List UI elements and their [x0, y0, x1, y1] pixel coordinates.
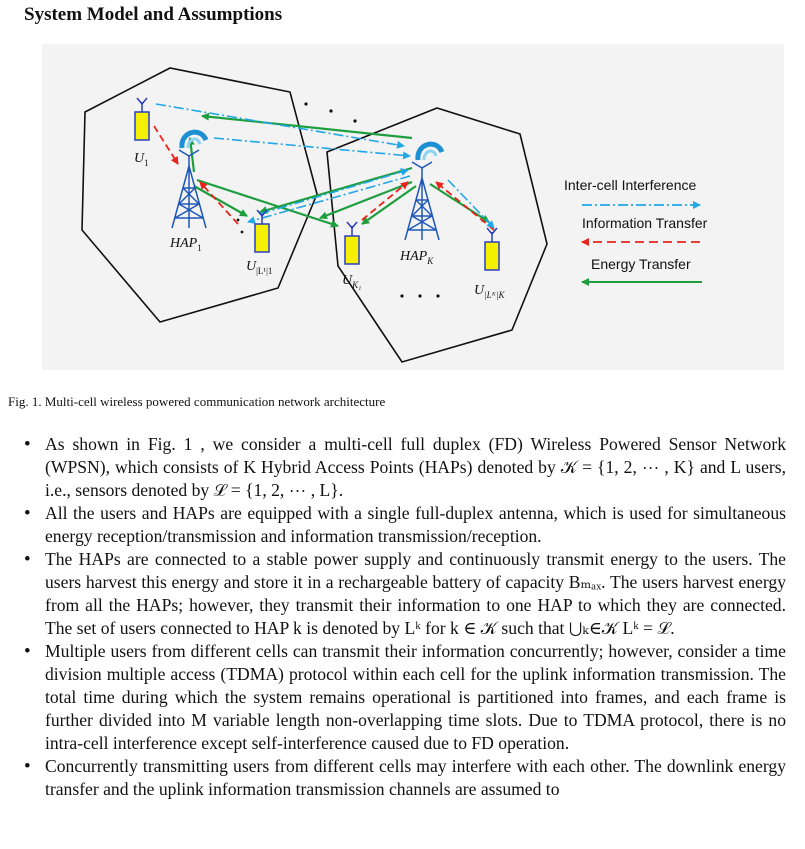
label-uk1: UK₁: [342, 273, 361, 290]
assumption-list: As shown in Fig. 1 , we consider a multi…: [24, 433, 786, 801]
assumption-item: The HAPs are connected to a stable power…: [24, 548, 786, 640]
label-ulk: U|Lᴷ|K: [474, 283, 506, 300]
label-hapk: HAPK: [399, 249, 434, 266]
user-uk1-device: [345, 222, 359, 264]
label-u1: U1: [134, 151, 149, 168]
label-ul1: U|L¹|1: [246, 259, 272, 276]
legend-interference-label: Inter-cell Interference: [564, 177, 696, 193]
user-u1-device: [135, 98, 149, 140]
interference-arrows: [156, 104, 494, 228]
assumption-item: All the users and HAPs are equipped with…: [24, 502, 786, 548]
legend: Inter-cell Interference Information Tran…: [564, 177, 708, 282]
figure-caption: Fig. 1. Multi-cell wireless powered comm…: [8, 394, 385, 410]
signal-emitter-hap1: [182, 132, 206, 148]
user-ulk-device: [485, 228, 499, 270]
label-hap1: HAP1: [169, 236, 202, 253]
energy-transfer-arrows: [190, 116, 489, 226]
ellipsis-dots-cell1: [237, 219, 244, 234]
ellipsis-dots-top: [304, 102, 356, 122]
assumption-item: Multiple users from different cells can …: [24, 640, 786, 755]
figure-network-architecture: U1 HAP1 U|L¹|1 UK₁ HAPK U|Lᴷ|K Inter-cel…: [42, 44, 784, 370]
legend-information-label: Information Transfer: [582, 215, 708, 231]
signal-emitter-hapk: [418, 144, 442, 160]
cell-1-hexagon: [82, 68, 317, 322]
legend-energy-label: Energy Transfer: [591, 256, 691, 272]
hapk-tower-icon: [405, 162, 439, 240]
information-transfer-arrows: [154, 126, 494, 230]
ellipsis-dots-cellk: [400, 294, 439, 297]
assumption-item: Concurrently transmitting users from dif…: [24, 755, 786, 801]
section-title: System Model and Assumptions: [24, 4, 282, 26]
figure-diagram: U1 HAP1 U|L¹|1 UK₁ HAPK U|Lᴷ|K Inter-cel…: [42, 44, 784, 370]
assumption-item: As shown in Fig. 1 , we consider a multi…: [24, 433, 786, 502]
